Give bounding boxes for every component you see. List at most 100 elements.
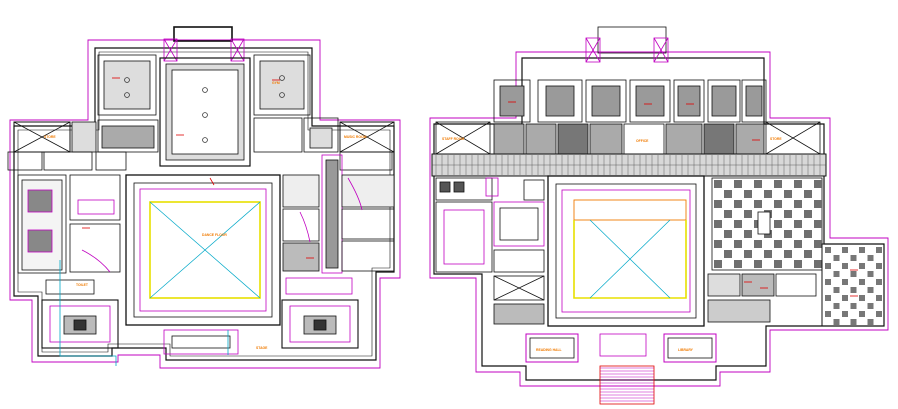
right-stairs-frame — [599, 365, 655, 405]
grid-hall-tile — [754, 180, 762, 188]
east-wing-tile — [859, 295, 865, 301]
left-entrance-post-l — [163, 38, 178, 62]
left-top-room-right-inner — [259, 60, 305, 110]
left-label-2: MUSIC ROOM — [344, 135, 367, 139]
grid-hall-tile — [804, 250, 812, 258]
east-wing-tile — [833, 319, 840, 325]
right-entrance-stairs — [600, 367, 654, 402]
right-label-3: OFFICE — [636, 139, 649, 143]
grid-hall-tile — [814, 240, 822, 248]
grid-hall-tile — [814, 220, 822, 228]
left-right-service-rooms — [282, 154, 395, 274]
east-wing-tile — [842, 247, 848, 253]
grid-hall-tile — [784, 250, 792, 258]
right-main-hall-outer — [547, 175, 705, 327]
east-wing-tile — [859, 279, 865, 285]
left-label-3: GYM — [272, 81, 280, 85]
east-wing-tile — [825, 311, 831, 317]
left-fixtures — [124, 75, 285, 143]
left-top-hall — [159, 57, 251, 167]
right-stage-outline — [573, 199, 687, 221]
right-entrance-post-r — [653, 37, 669, 63]
left-label-1: STORE — [44, 135, 56, 139]
grid-hall-tile — [744, 230, 752, 238]
grid-hall-tile — [724, 210, 732, 218]
grid-hall-tile — [774, 220, 782, 228]
grid-hall-tile — [714, 240, 722, 248]
east-wing-tile — [867, 303, 874, 309]
right-hall-floor — [573, 220, 687, 299]
grid-hall-tile — [804, 230, 812, 238]
right-post-r-x2 — [653, 37, 669, 63]
grid-hall-tile — [734, 200, 742, 208]
right-main-hall-magenta — [561, 189, 691, 313]
east-wing-tile — [876, 263, 882, 269]
grid-hall-tile — [814, 200, 822, 208]
left-label-4: STAGE — [256, 346, 268, 350]
grid-hall-tile — [784, 190, 792, 198]
left-lower-left-rooms — [7, 151, 393, 274]
left-top-hall-core — [171, 69, 239, 155]
east-wing-tile — [842, 311, 848, 317]
left-main-hall-magenta — [139, 188, 267, 312]
left-hall-diagonal-2 — [149, 201, 261, 299]
right-site-outline — [429, 51, 889, 387]
right-entrance-post-l — [585, 37, 601, 63]
east-wing-tile — [825, 263, 831, 269]
grid-hall-tile — [784, 230, 792, 238]
grid-hall-tile — [814, 260, 822, 268]
grid-hall-tile — [744, 250, 752, 258]
left-outer-wall — [13, 47, 395, 361]
right-bottom-rooms — [525, 333, 717, 363]
grid-hall-tile — [714, 200, 722, 208]
right-xroom-left-d2 — [435, 121, 491, 155]
left-xroom-left-d2 — [13, 121, 71, 153]
left-entrance-post-r — [230, 38, 245, 62]
right-room-labels: READING HALL LIBRARY STAFF ROOM OFFICE S… — [442, 137, 782, 352]
grid-hall-tile — [774, 240, 782, 248]
right-east-wing-tiles — [825, 247, 882, 325]
right-grid-hall-void — [757, 211, 771, 235]
east-wing-tile — [842, 263, 848, 269]
left-upper-band — [71, 117, 339, 153]
east-wing-tile — [867, 271, 874, 277]
left-room-labels: DANCE FLOOR STORE MUSIC ROOM GYM STAGE T… — [44, 81, 367, 350]
right-left-rooms — [435, 177, 545, 325]
right-label-1: LIBRARY — [678, 348, 694, 352]
east-wing-tile — [876, 247, 882, 253]
east-wing-tile — [859, 263, 865, 269]
east-wing-tile — [850, 271, 857, 277]
right-corridor-tiles — [432, 155, 826, 175]
grid-hall-tile — [794, 180, 802, 188]
right-east-wing — [821, 243, 885, 327]
left-top-room-right — [253, 54, 311, 116]
east-wing-tile — [867, 255, 874, 261]
east-wing-tile — [825, 279, 831, 285]
right-outer-wall — [433, 57, 885, 381]
grid-hall-tile — [734, 260, 742, 268]
grid-hall-tile — [734, 220, 742, 228]
grid-hall-tile — [774, 200, 782, 208]
east-wing-tile — [867, 319, 874, 325]
grid-hall-tile — [774, 260, 782, 268]
grid-hall-tile — [734, 240, 742, 248]
grid-hall-tile — [764, 250, 772, 258]
east-wing-tile — [833, 271, 840, 277]
left-main-hall-inner — [133, 182, 273, 318]
grid-hall-tile — [794, 260, 802, 268]
grid-hall-tile — [794, 240, 802, 248]
left-site-outline — [9, 39, 401, 369]
grid-hall-tile — [804, 210, 812, 218]
grid-hall-tile — [764, 190, 772, 198]
right-label-4: STORE — [770, 137, 782, 141]
right-bottom-right-rooms — [707, 273, 817, 323]
right-label-0: READING HALL — [536, 348, 562, 352]
right-xroom-right-d2 — [765, 121, 821, 155]
grid-hall-tile — [724, 190, 732, 198]
grid-hall-tile — [724, 230, 732, 238]
grid-hall-tile — [714, 220, 722, 228]
grid-hall-tile — [744, 190, 752, 198]
east-wing-tile — [850, 303, 857, 309]
left-main-hall-outer — [125, 174, 281, 326]
